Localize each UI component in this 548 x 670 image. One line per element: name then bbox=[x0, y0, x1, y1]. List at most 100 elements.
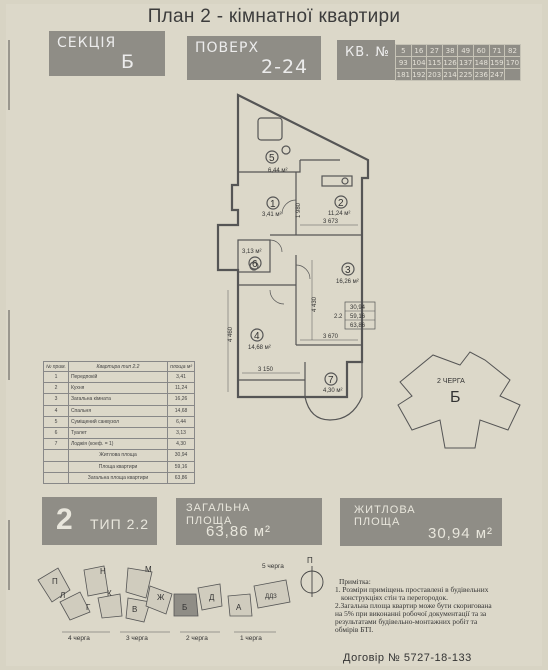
north-arrow-icon bbox=[300, 566, 324, 597]
room-number: 4 bbox=[254, 331, 260, 342]
toilet-room bbox=[237, 239, 271, 273]
notes-title: Примітка: bbox=[339, 577, 371, 586]
type-box: 2 ТИП 2.2 bbox=[42, 497, 157, 545]
apartment-number: 214 bbox=[441, 68, 459, 81]
building-section-outline bbox=[397, 351, 521, 449]
table-row: 4 Спальня 14,68 bbox=[43, 404, 195, 417]
document-sheet bbox=[6, 4, 542, 666]
apartment-number: 126 bbox=[441, 56, 459, 69]
dimension-label: 4 430 bbox=[312, 296, 318, 312]
note-line: 2.Загальна площа квартир може бути скори… bbox=[335, 601, 492, 610]
apartment-number: 71 bbox=[488, 44, 506, 57]
page-title: План 2 - кімнатної квартири bbox=[147, 6, 401, 27]
block-label: Ж bbox=[157, 593, 165, 602]
room-marker bbox=[248, 256, 262, 270]
room-number: 5 bbox=[269, 153, 275, 164]
room-area: 3,41 м² bbox=[262, 212, 281, 218]
block-label: В bbox=[132, 605, 137, 614]
room-marker bbox=[341, 262, 355, 276]
note-line: обмірів БТІ. bbox=[335, 625, 374, 634]
sink bbox=[281, 145, 291, 155]
note-line: 1. Розміри приміщень проставлені в будів… bbox=[335, 585, 489, 594]
door-swing bbox=[281, 199, 297, 215]
queue-label: 2 ЧЕРГА bbox=[437, 378, 465, 385]
bathtub bbox=[257, 117, 283, 141]
apartment-number: 38 bbox=[441, 44, 459, 57]
apartment-number: 49 bbox=[457, 44, 474, 57]
apartment-number: 5 bbox=[395, 44, 412, 57]
summary-total: 63,86 bbox=[350, 323, 366, 329]
building-block bbox=[97, 593, 123, 619]
room-count: 2 bbox=[56, 503, 73, 536]
living-area-label-line1: ЖИТЛОВА bbox=[354, 504, 416, 516]
building-block bbox=[59, 591, 91, 621]
floor-label: ПОВЕРХ bbox=[195, 40, 260, 56]
door-swing bbox=[295, 264, 311, 280]
dimension-label: 3 673 bbox=[323, 219, 339, 225]
apartment-number-box: КВ. № bbox=[337, 40, 395, 80]
section-box: СЕКЦІЯ Б bbox=[49, 31, 165, 76]
living-area-label-line2: ПЛОЩА bbox=[354, 516, 401, 528]
building-block bbox=[83, 565, 109, 597]
apartment-number: 203 bbox=[426, 68, 443, 81]
room-number: 3 bbox=[345, 265, 351, 276]
living-area-value: 30,94 м² bbox=[428, 525, 494, 542]
building-block bbox=[227, 593, 253, 617]
contract-number: Договір № 5727-18-133 bbox=[343, 652, 472, 664]
apartment-number: 192 bbox=[410, 68, 428, 81]
building-block bbox=[125, 567, 153, 599]
kitchen-counter bbox=[321, 175, 353, 187]
queue-caption: 2 черга bbox=[186, 635, 208, 642]
block-label: Г bbox=[86, 603, 91, 612]
area-table: № прим. Квартира тип 2.2 площа м² 1 Пере… bbox=[43, 361, 195, 484]
table-row: 1 Передпокій 3,41 bbox=[43, 370, 195, 384]
room-marker bbox=[334, 195, 348, 209]
total-area-value: 63,86 м² bbox=[206, 523, 272, 540]
dimension-label: 3 150 bbox=[258, 367, 274, 373]
room-area: 6,44 м² bbox=[268, 168, 287, 174]
apartment-number-label: КВ. № bbox=[345, 45, 390, 60]
apartment-number: 181 bbox=[395, 68, 412, 81]
floor-box: ПОВЕРХ 2-24 bbox=[187, 36, 321, 80]
north-label: П bbox=[307, 556, 313, 565]
block-label: Л bbox=[60, 591, 65, 600]
note-line: результатами будівельно-монтажних робіт … bbox=[335, 617, 478, 626]
left-margin-line bbox=[8, 310, 10, 380]
block-label: А bbox=[236, 603, 242, 612]
room-number: 1 bbox=[270, 199, 276, 210]
room-number: 2 bbox=[338, 198, 344, 209]
block-label: Д bbox=[209, 593, 215, 602]
room-area: 11,24 м² bbox=[328, 211, 350, 217]
apartment-type: ТИП 2.2 bbox=[90, 516, 150, 532]
apartment-number: 247 bbox=[488, 68, 506, 81]
door-swing bbox=[269, 289, 285, 305]
room-marker bbox=[324, 372, 338, 386]
building-block bbox=[37, 567, 71, 603]
total-area-box: ЗАГАЛЬНА ПЛОЩА 63,86 м² bbox=[176, 498, 322, 545]
section-value: Б bbox=[121, 51, 136, 73]
dimension-label: 1 980 bbox=[296, 202, 302, 218]
total-area-label-line1: ЗАГАЛЬНА bbox=[186, 502, 251, 514]
note-line: на 5% при виконанні робочої документації… bbox=[335, 609, 487, 618]
note-line: конструкціях стін та перегородок. bbox=[341, 593, 448, 602]
apartment-number: 115 bbox=[426, 56, 443, 69]
queue-caption: 1 черга bbox=[240, 635, 262, 642]
table-cell: Загальна площа квартири bbox=[67, 471, 169, 484]
room-number: 7 bbox=[328, 375, 334, 386]
room-number: 6 bbox=[252, 259, 258, 270]
door-swing bbox=[269, 239, 283, 253]
room-marker bbox=[266, 196, 280, 210]
dimension-label: 3 670 bbox=[323, 334, 339, 340]
room-area: 16,26 м² bbox=[336, 279, 359, 285]
left-margin-line bbox=[8, 520, 10, 590]
summary-living: 30,94 bbox=[350, 305, 366, 311]
block-label: Н bbox=[100, 567, 106, 576]
apartment-number: 236 bbox=[472, 68, 490, 81]
floor-value: 2-24 bbox=[261, 56, 309, 78]
room-marker bbox=[265, 150, 279, 164]
loggia-outline bbox=[304, 362, 363, 421]
block-label: К bbox=[107, 589, 112, 598]
queue-section: Б bbox=[450, 389, 461, 406]
apartment-number: 225 bbox=[457, 68, 474, 81]
